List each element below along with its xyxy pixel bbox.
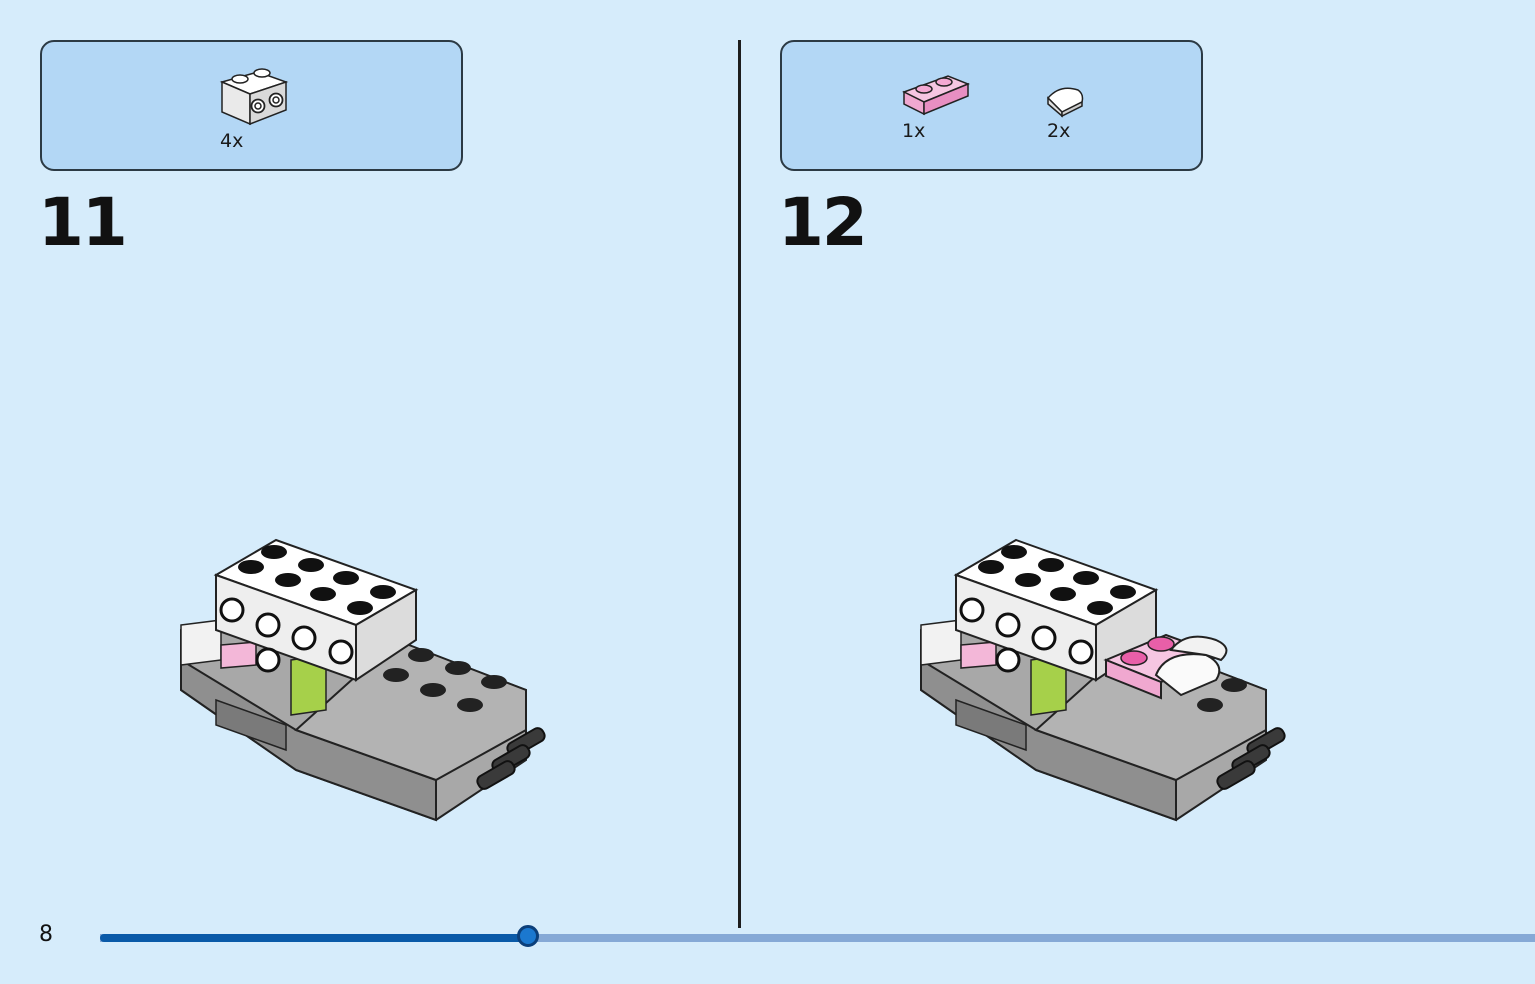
part-quantity: 1x [902, 120, 926, 142]
parts-callout-step-11: 4x [40, 40, 463, 171]
step-divider [738, 40, 741, 928]
page-number: 8 [39, 922, 53, 947]
pink-plate-1x2-icon [902, 75, 970, 116]
progress-knob[interactable] [516, 925, 539, 947]
step-number: 12 [778, 184, 868, 261]
part-quantity: 4x [220, 130, 244, 152]
progress-bar [100, 925, 1535, 947]
progress-fill [100, 934, 528, 942]
model-assembly-step-11 [180, 538, 546, 822]
part-quantity: 2x [1047, 120, 1071, 142]
white-brick-1x2-with-side-studs-icon [219, 68, 289, 126]
step-number: 11 [38, 184, 128, 261]
model-assembly-step-12 [920, 538, 1286, 822]
parts-callout-step-12: 1x 2x [780, 40, 1203, 171]
white-curved-tile-icon [1046, 87, 1084, 118]
